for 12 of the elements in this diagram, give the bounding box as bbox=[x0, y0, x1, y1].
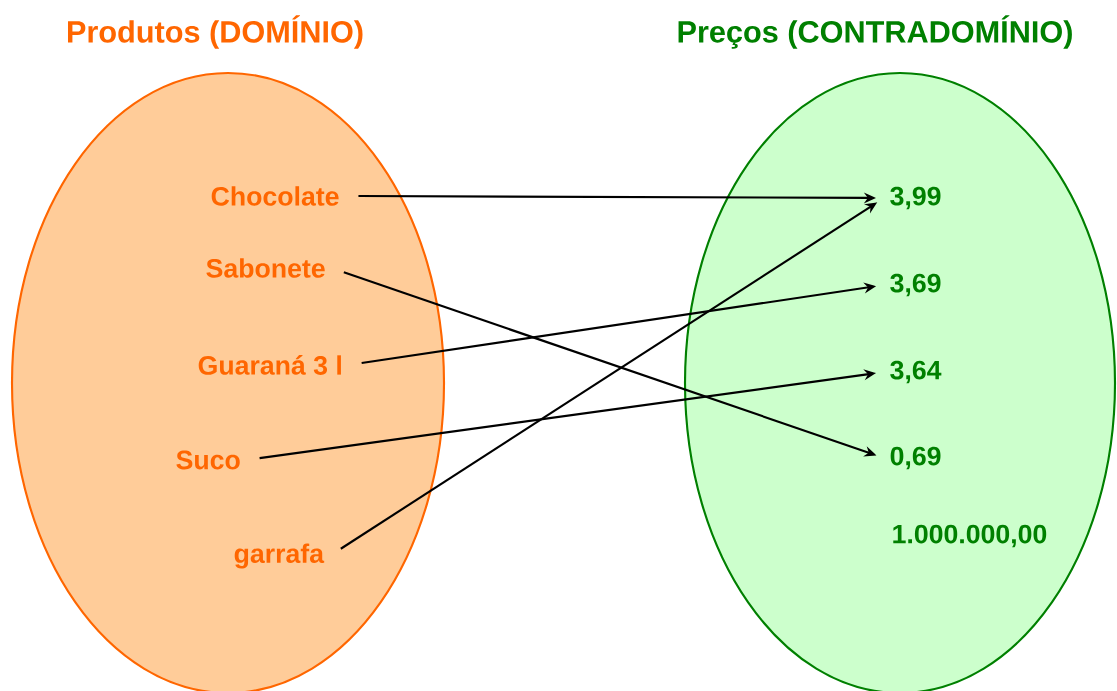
item-label: 0,69 bbox=[890, 446, 941, 470]
item-label: 1.000.000,00 bbox=[893, 524, 1047, 548]
item-label: 3,64 bbox=[890, 360, 942, 384]
item-label: Sabonete bbox=[206, 258, 325, 278]
item-label: Chocolate bbox=[211, 186, 339, 206]
item-label: 3,69 bbox=[890, 273, 941, 297]
item-label: Suco bbox=[176, 450, 240, 470]
heading: Preços (CONTRADOMÍNIO) bbox=[678, 15, 1072, 49]
item-label: Guaraná 3 l bbox=[198, 355, 341, 375]
heading: Produtos (DOMÍNIO) bbox=[68, 15, 363, 49]
item-label: garrafa bbox=[234, 543, 325, 569]
item-label: 3,99 bbox=[890, 186, 941, 210]
